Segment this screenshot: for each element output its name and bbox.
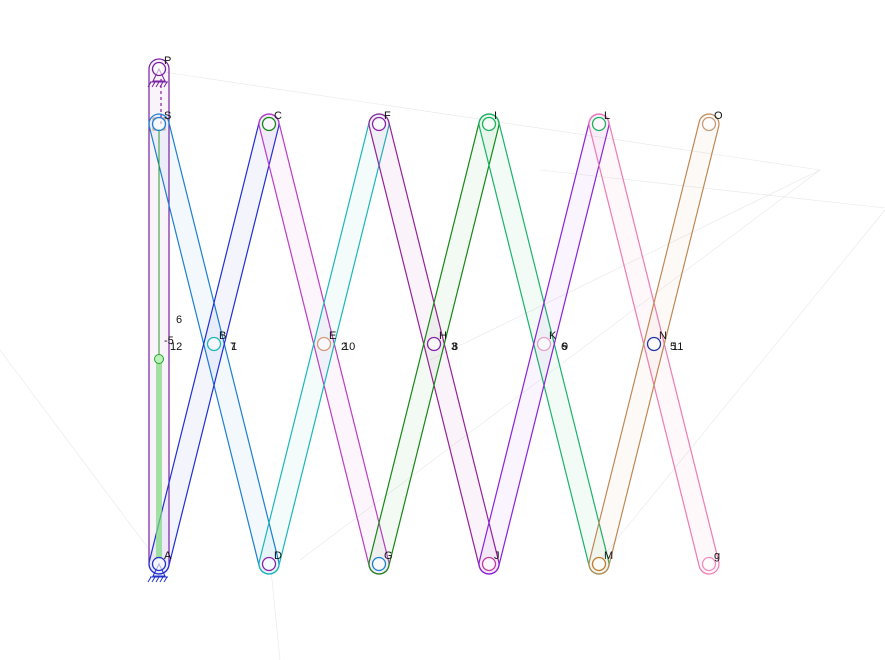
joint-F[interactable] xyxy=(371,116,387,132)
joint-C[interactable] xyxy=(261,116,277,132)
joint-I[interactable] xyxy=(481,116,497,132)
number-label-12: 11 xyxy=(672,341,683,353)
joint-L[interactable] xyxy=(591,116,607,132)
number-label-8: 8 xyxy=(452,341,458,353)
joint-label-M: M xyxy=(604,550,613,562)
number-label-5: 2 xyxy=(341,341,347,353)
slider-joint[interactable] xyxy=(154,354,164,364)
joint-J[interactable] xyxy=(481,556,497,572)
joint-label-F: F xyxy=(384,110,391,122)
joint-N[interactable] xyxy=(646,336,662,352)
joint-label-A: A xyxy=(164,550,172,562)
number-label-3: 7 xyxy=(230,341,236,353)
joint-H[interactable] xyxy=(426,336,442,352)
number-label-0: 6 xyxy=(176,314,182,326)
joint-label-O: O xyxy=(714,110,723,122)
joint-label-L: L xyxy=(604,110,610,122)
joint-P[interactable] xyxy=(151,61,167,77)
trace-line xyxy=(599,209,885,561)
number-label-4: 1 xyxy=(231,341,237,353)
number-label-11: 5 xyxy=(670,341,676,353)
number-label-9: 6 xyxy=(561,341,567,353)
joint-label-D: D xyxy=(274,550,282,562)
number-label-7: 3 xyxy=(451,341,457,353)
trace-line xyxy=(539,169,885,209)
joint-label-G: G xyxy=(384,550,393,562)
joint-label-J: J xyxy=(494,550,500,562)
number-label-10: 9 xyxy=(562,341,568,353)
joints-layer xyxy=(151,61,717,572)
joint-g[interactable] xyxy=(701,556,717,572)
joint-label-E: E xyxy=(329,330,336,342)
joint-S[interactable] xyxy=(151,116,167,132)
number-label-6: 10 xyxy=(343,341,355,353)
joint-K[interactable] xyxy=(536,336,552,352)
number-label-1: -5 xyxy=(164,335,174,347)
trace-line xyxy=(269,559,281,660)
links-layer xyxy=(148,58,720,575)
background-trace-lines xyxy=(0,69,885,660)
joint-label-S: S xyxy=(164,110,171,122)
trace-line xyxy=(0,349,161,565)
joint-label-C: C xyxy=(274,110,282,122)
joint-A[interactable] xyxy=(151,556,167,572)
joint-label-K: K xyxy=(549,330,557,342)
slider-bar[interactable] xyxy=(156,359,162,559)
joint-label-P: P xyxy=(164,55,171,67)
joint-B[interactable] xyxy=(206,336,222,352)
joint-O[interactable] xyxy=(701,116,717,132)
trace-line xyxy=(429,169,821,361)
joint-label-B: B xyxy=(219,330,226,342)
joint-label-g: g xyxy=(714,550,720,562)
joint-D[interactable] xyxy=(261,556,277,572)
joint-label-N: N xyxy=(659,330,667,342)
joint-label-H: H xyxy=(439,330,447,342)
number-label-2: 12 xyxy=(170,341,182,353)
joint-M[interactable] xyxy=(591,556,607,572)
joint-G[interactable] xyxy=(371,556,387,572)
joint-label-I: I xyxy=(494,110,497,122)
joint-E[interactable] xyxy=(316,336,332,352)
